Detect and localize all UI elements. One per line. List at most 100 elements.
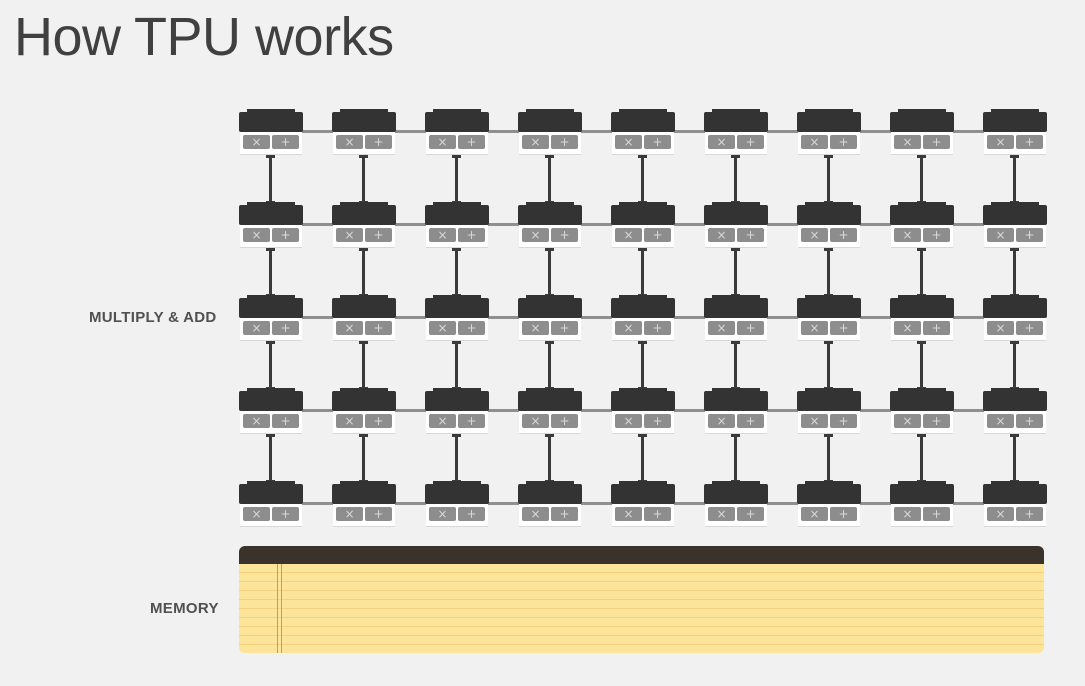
- multiply-icon: ×: [429, 228, 456, 242]
- unit-tray: ×+: [891, 411, 953, 434]
- multiply-add-unit-icon: ×+: [332, 109, 396, 156]
- unit-cap: [332, 481, 396, 504]
- unit-cap: [425, 295, 489, 318]
- unit-cap: [704, 388, 768, 411]
- multiply-icon: ×: [243, 135, 270, 149]
- unit-tray: ×+: [891, 132, 953, 155]
- unit-tray: ×+: [333, 411, 395, 434]
- multiply-icon: ×: [987, 321, 1014, 335]
- unit-cap: [518, 388, 582, 411]
- multiply-add-unit-icon: ×+: [890, 295, 954, 342]
- unit-tray: ×+: [240, 132, 302, 155]
- multiply-add-unit-icon: ×+: [704, 295, 768, 342]
- add-icon: +: [365, 507, 392, 521]
- multiply-add-unit-icon: ×+: [518, 109, 582, 156]
- unit-cap: [332, 295, 396, 318]
- unit-tray: ×+: [984, 504, 1046, 527]
- multiply-icon: ×: [522, 414, 549, 428]
- unit-cap: [890, 481, 954, 504]
- unit-cap: [983, 295, 1047, 318]
- multiply-add-unit-icon: ×+: [983, 481, 1047, 528]
- multiply-icon: ×: [801, 228, 828, 242]
- unit-tray: ×+: [426, 411, 488, 434]
- column-connector: [917, 340, 926, 391]
- column-connector: [917, 247, 926, 298]
- add-icon: +: [644, 507, 671, 521]
- unit-tray: ×+: [612, 411, 674, 434]
- systolic-array: ×+×+×+×+×+×+×+×+×+×+×+×+×+×+×+×+×+×+×+×+…: [239, 109, 1047, 528]
- column-connector: [359, 340, 368, 391]
- column-connector: [731, 340, 740, 391]
- add-icon: +: [272, 135, 299, 149]
- column-connector: [545, 340, 554, 391]
- add-icon: +: [737, 135, 764, 149]
- column-connector: [824, 340, 833, 391]
- multiply-icon: ×: [336, 321, 363, 335]
- multiply-icon: ×: [708, 321, 735, 335]
- unit-cap: [518, 295, 582, 318]
- unit-cap: [239, 202, 303, 225]
- multiply-icon: ×: [429, 135, 456, 149]
- column-connector: [266, 433, 275, 484]
- multiply-add-unit-icon: ×+: [518, 481, 582, 528]
- add-icon: +: [365, 414, 392, 428]
- add-icon: +: [923, 414, 950, 428]
- multiply-icon: ×: [615, 507, 642, 521]
- unit-tray: ×+: [333, 132, 395, 155]
- unit-cap: [425, 388, 489, 411]
- unit-tray: ×+: [798, 504, 860, 527]
- multiply-add-unit-icon: ×+: [518, 295, 582, 342]
- unit-cap: [332, 109, 396, 132]
- unit-cap: [797, 388, 861, 411]
- unit-cap: [611, 388, 675, 411]
- column-connector: [266, 340, 275, 391]
- unit-cap: [611, 295, 675, 318]
- multiply-icon: ×: [894, 135, 921, 149]
- unit-cap: [704, 109, 768, 132]
- unit-tray: ×+: [240, 411, 302, 434]
- multiply-icon: ×: [243, 414, 270, 428]
- column-connector: [731, 433, 740, 484]
- add-icon: +: [458, 507, 485, 521]
- column-connector: [824, 247, 833, 298]
- multiply-icon: ×: [801, 135, 828, 149]
- add-icon: +: [458, 135, 485, 149]
- add-icon: +: [923, 507, 950, 521]
- unit-tray: ×+: [519, 132, 581, 155]
- unit-tray: ×+: [891, 318, 953, 341]
- multiply-icon: ×: [243, 321, 270, 335]
- add-icon: +: [644, 321, 671, 335]
- column-connector: [1010, 433, 1019, 484]
- unit-tray: ×+: [798, 132, 860, 155]
- column-connector: [731, 154, 740, 205]
- unit-cap: [239, 295, 303, 318]
- column-connector: [638, 340, 647, 391]
- multiply-add-unit-icon: ×+: [332, 481, 396, 528]
- add-icon: +: [365, 135, 392, 149]
- multiply-add-unit-icon: ×+: [983, 202, 1047, 249]
- add-icon: +: [923, 321, 950, 335]
- multiply-add-unit-icon: ×+: [704, 481, 768, 528]
- multiply-icon: ×: [987, 228, 1014, 242]
- memory-block: [239, 546, 1044, 653]
- multiply-add-unit-icon: ×+: [332, 295, 396, 342]
- multiply-add-unit-icon: ×+: [518, 388, 582, 435]
- multiply-add-unit-icon: ×+: [611, 295, 675, 342]
- add-icon: +: [830, 228, 857, 242]
- multiply-add-unit-icon: ×+: [797, 295, 861, 342]
- add-icon: +: [551, 135, 578, 149]
- add-icon: +: [272, 228, 299, 242]
- unit-cap: [890, 388, 954, 411]
- multiply-add-unit-icon: ×+: [797, 109, 861, 156]
- multiply-add-unit-icon: ×+: [239, 481, 303, 528]
- unit-tray: ×+: [705, 318, 767, 341]
- unit-cap: [332, 388, 396, 411]
- add-icon: +: [458, 414, 485, 428]
- unit-tray: ×+: [798, 225, 860, 248]
- multiply-icon: ×: [336, 135, 363, 149]
- multiply-icon: ×: [336, 228, 363, 242]
- multiply-icon: ×: [429, 414, 456, 428]
- multiply-add-unit-icon: ×+: [797, 202, 861, 249]
- column-connector: [731, 247, 740, 298]
- multiply-icon: ×: [894, 414, 921, 428]
